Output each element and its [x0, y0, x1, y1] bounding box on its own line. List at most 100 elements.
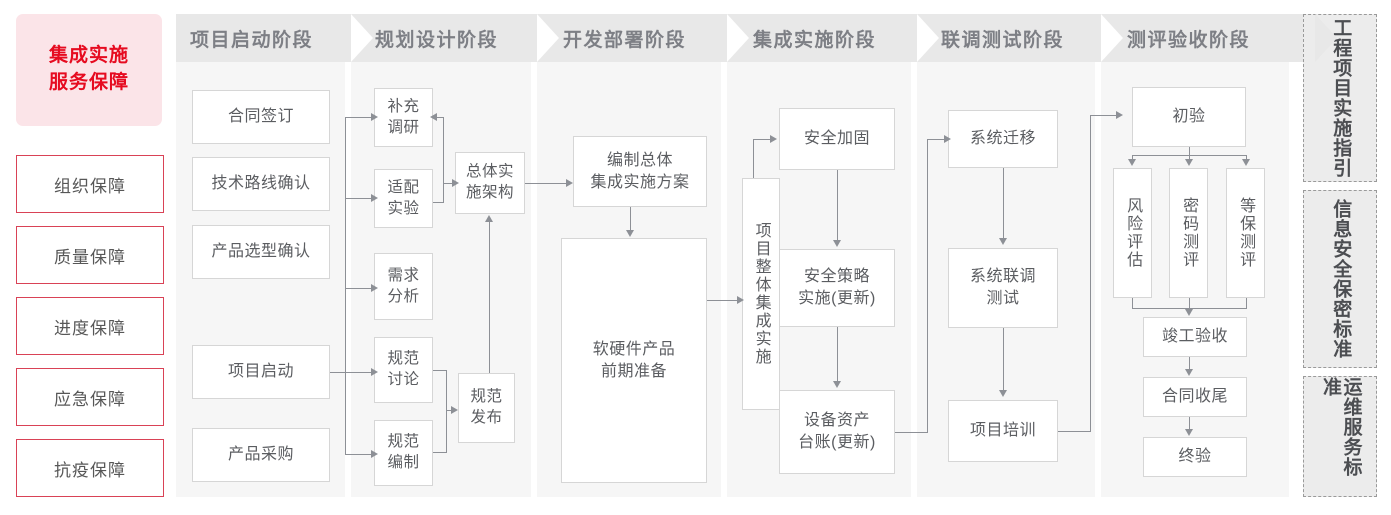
box-label: 终验: [1178, 448, 1212, 466]
connector-research-merge-vertical: [443, 117, 445, 202]
rail-item-label: 质量保障: [54, 247, 126, 267]
box-final-acceptance[interactable]: 终验: [1143, 437, 1247, 477]
box-cryptography-evaluation[interactable]: 密码测评: [1169, 168, 1208, 298]
connector-stage5-riser: [927, 139, 929, 433]
box-label: 等保测评: [1237, 197, 1255, 269]
box-security-hardening[interactable]: 安全加固: [779, 108, 895, 170]
box-contract-signing[interactable]: 合同签订: [192, 90, 330, 144]
box-initial-acceptance[interactable]: 初验: [1132, 87, 1246, 147]
box-project-kickoff[interactable]: 项目启动: [192, 345, 330, 399]
box-label: 密码测评: [1180, 197, 1198, 269]
connector-closeout-to-final: [1189, 417, 1191, 430]
connector-migration-to-joint-test: [1003, 168, 1005, 240]
connector-integration-to-hardening: [753, 139, 772, 141]
standard-information-security-confidentiality[interactable]: 信息安全保密标准: [1303, 190, 1377, 368]
connector-riser-to-migration: [927, 139, 946, 141]
connector-merge-to-spec-release: [446, 410, 452, 412]
arrowhead-preparation-in: [626, 230, 634, 237]
connector-hardening-to-policy: [837, 170, 839, 242]
stage-header-label: 项目启动阶段: [190, 29, 314, 51]
arrowhead-supp-research: [371, 113, 378, 121]
box-overall-project-integration[interactable]: 项目整体集成实施: [742, 178, 780, 410]
rail-item-schedule[interactable]: 进度保障: [16, 297, 164, 355]
box-label: 总体实 施架构: [465, 163, 514, 201]
box-spec-drafting[interactable]: 规范 编制: [374, 420, 433, 486]
arrowhead-stage3-in: [566, 179, 573, 187]
box-label: 合同收尾: [1161, 388, 1228, 406]
box-product-procurement[interactable]: 产品采购: [192, 428, 330, 482]
arrowhead-hardening-in: [770, 135, 777, 143]
box-mlps-evaluation[interactable]: 等保测评: [1226, 168, 1265, 298]
connector-bus-to-req-analysis: [345, 288, 373, 290]
stage-header-label: 规划设计阶段: [375, 29, 499, 51]
arrowhead-mlps-in: [1242, 159, 1250, 166]
stage-header-project-kickoff[interactable]: 项目启动阶段: [176, 14, 381, 62]
box-label: 合同签订: [227, 108, 294, 126]
arrowhead-research-back: [430, 113, 437, 121]
box-label: 产品采购: [227, 446, 294, 464]
connector-integration-up: [753, 139, 755, 179]
connector-initial-down: [1189, 147, 1191, 156]
rail-item-label: 应急保障: [54, 389, 126, 409]
box-risk-assessment[interactable]: 风险评估: [1113, 168, 1152, 298]
connector-stage6-riser: [1090, 115, 1092, 432]
rail-item-epidemic[interactable]: 抗疫保障: [16, 439, 164, 497]
box-contract-closeout[interactable]: 合同收尾: [1143, 377, 1247, 417]
box-label: 需求 分析: [387, 266, 420, 305]
box-completion-acceptance[interactable]: 竣工验收: [1143, 317, 1247, 357]
box-label: 编制总体 集成实施方案: [590, 151, 690, 191]
arrowhead-risk-in: [1128, 159, 1136, 166]
connector-to-crypto: [1189, 155, 1191, 161]
rail-item-emergency[interactable]: 应急保障: [16, 368, 164, 426]
connector-merge-to-architecture: [443, 183, 455, 185]
box-system-migration[interactable]: 系统迁移: [948, 110, 1058, 168]
connector-kickoff-to-bus: [330, 372, 345, 374]
box-spec-release[interactable]: 规范 发布: [458, 373, 515, 443]
rail-item-organization[interactable]: 组织保障: [16, 155, 164, 213]
box-system-joint-test[interactable]: 系统联调 测试: [948, 248, 1058, 328]
box-requirement-analysis[interactable]: 需求 分析: [374, 253, 433, 320]
box-supplementary-research[interactable]: 补充 调研: [374, 88, 433, 147]
box-overall-impl-architecture[interactable]: 总体实 施架构: [455, 152, 525, 214]
connector-spec-draft-to-merge: [433, 452, 447, 454]
rail-item-label: 进度保障: [54, 318, 126, 338]
arrowhead-migration-in: [944, 135, 951, 143]
box-label: 项目培训: [969, 422, 1036, 440]
connector-crypto-down: [1189, 298, 1191, 309]
connector-spec-release-to-architecture: [489, 222, 491, 373]
standard-label: 信息安全保密标准: [1330, 199, 1352, 359]
box-adaptation-test[interactable]: 适配 实验: [374, 169, 433, 228]
box-tech-route-confirm[interactable]: 技术路线确认: [192, 157, 330, 211]
standard-om-service[interactable]: 运维服务标准: [1303, 376, 1377, 497]
arrowhead-joint-test-in: [999, 238, 1007, 245]
connector-bus-to-supp-research: [345, 117, 373, 119]
left-rail-header-line1: 集成实施: [48, 45, 129, 67]
arrowhead-stage4-in: [737, 296, 744, 304]
stage-header-label: 开发部署阶段: [563, 29, 687, 51]
connector-riser-to-initial-acceptance: [1090, 115, 1118, 117]
stage-header-planning-design[interactable]: 规划设计阶段: [351, 14, 577, 62]
stage-header-label: 集成实施阶段: [753, 29, 877, 51]
box-product-selection-confirm[interactable]: 产品选型确认: [192, 225, 330, 279]
connector-stage2-bus: [345, 117, 347, 454]
box-project-training[interactable]: 项目培训: [948, 400, 1058, 462]
box-label: 系统迁移: [969, 130, 1036, 148]
arrowhead-ledger-in: [833, 381, 841, 388]
box-label: 软硬件产品 前期准备: [592, 340, 676, 380]
box-label: 安全策略 实施(更新): [798, 268, 876, 307]
connector-spec-discuss-to-merge: [433, 370, 447, 372]
standard-label: 运维服务标准: [1320, 377, 1362, 477]
connector-architecture-to-stage3: [525, 183, 568, 185]
box-compile-overall-integration-plan[interactable]: 编制总体 集成实施方案: [573, 136, 707, 207]
box-spec-discussion[interactable]: 规范 讨论: [374, 337, 433, 403]
box-hw-sw-product-preparation[interactable]: 软硬件产品 前期准备: [561, 238, 707, 483]
box-device-asset-ledger[interactable]: 设备资产 台账(更新): [779, 390, 895, 474]
connector-mlps-down: [1246, 298, 1248, 309]
box-security-policy-implementation[interactable]: 安全策略 实施(更新): [779, 249, 895, 327]
rail-item-quality[interactable]: 质量保障: [16, 226, 164, 284]
connector-risk-down: [1132, 298, 1134, 309]
arrowhead-crypto-in: [1185, 159, 1193, 166]
box-label: 补充 调研: [387, 97, 420, 136]
box-label: 风险评估: [1124, 197, 1142, 269]
connector-plan-to-preparation: [630, 207, 632, 231]
